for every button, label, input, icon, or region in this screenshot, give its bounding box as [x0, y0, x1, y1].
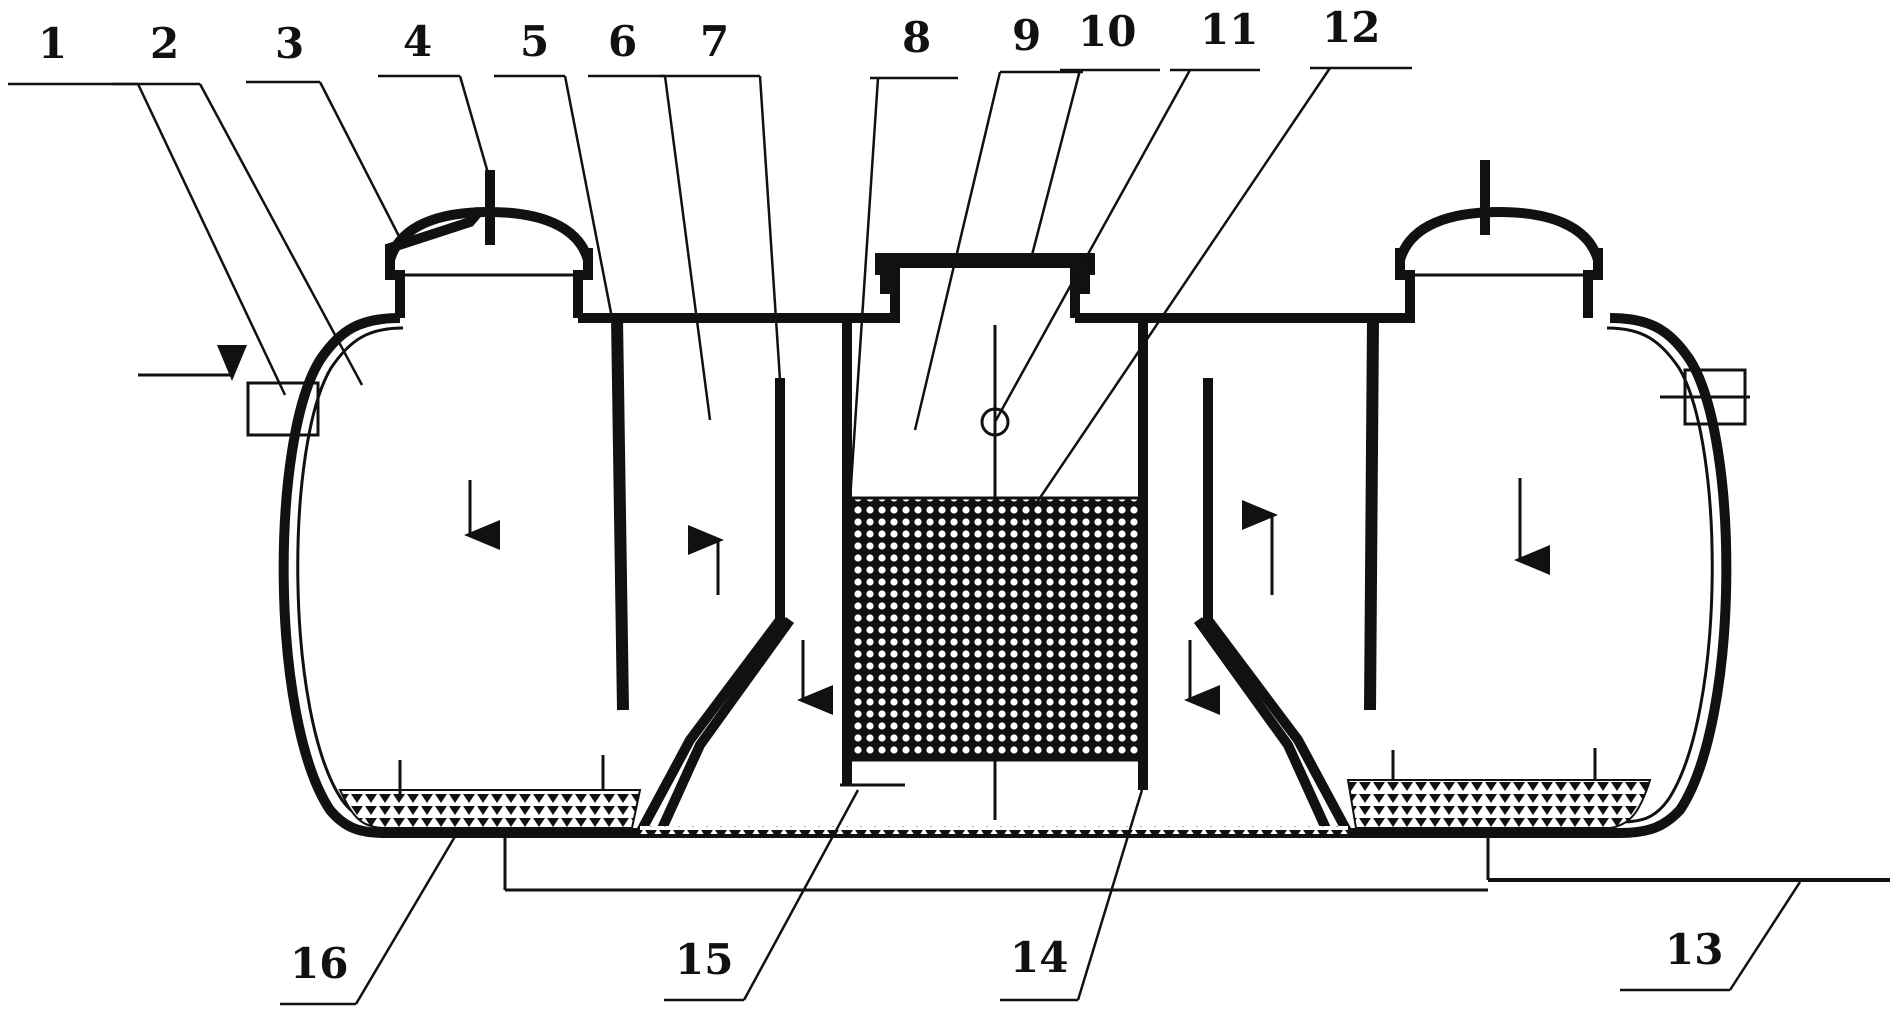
right-manhole-cover: [1395, 160, 1603, 277]
label-5: 5: [520, 17, 549, 66]
label-11: 11: [1200, 5, 1258, 54]
label-4: 4: [403, 17, 432, 66]
label-9: 9: [1012, 11, 1041, 60]
label-13: 13: [1665, 925, 1723, 974]
drain-line: [503, 834, 1890, 892]
label-3: 3: [275, 19, 304, 68]
sludge-layer-left: [338, 789, 642, 829]
base-slab: [640, 826, 1348, 834]
label-14: 14: [1010, 933, 1068, 982]
label-8: 8: [902, 13, 931, 62]
left-manhole-cover: [385, 170, 593, 277]
label-16: 16: [290, 939, 348, 988]
leader-lines: [8, 66, 1802, 1006]
label-2: 2: [150, 19, 179, 68]
outlet-pipe: [1660, 368, 1750, 426]
sludge-pipes: [398, 748, 1597, 795]
label-12: 12: [1322, 3, 1380, 52]
label-15: 15: [675, 935, 733, 984]
baffles: [611, 317, 1379, 836]
label-1: 1: [38, 19, 67, 68]
number-labels: 1 2 3 4 5 6 7 8 9 10 11 12 16 15 14 13: [38, 3, 1723, 988]
sludge-layer-right: [1346, 779, 1652, 829]
label-6: 6: [608, 17, 637, 66]
label-10: 10: [1078, 7, 1136, 56]
center-cover: [880, 254, 1090, 294]
flow-arrows: [464, 478, 1550, 715]
vent-pipe-right: [1480, 160, 1490, 235]
label-7: 7: [700, 17, 729, 66]
center-rod: [980, 325, 1010, 820]
vent-pipe-left: [485, 170, 495, 245]
inlet-pipe: [138, 345, 320, 437]
